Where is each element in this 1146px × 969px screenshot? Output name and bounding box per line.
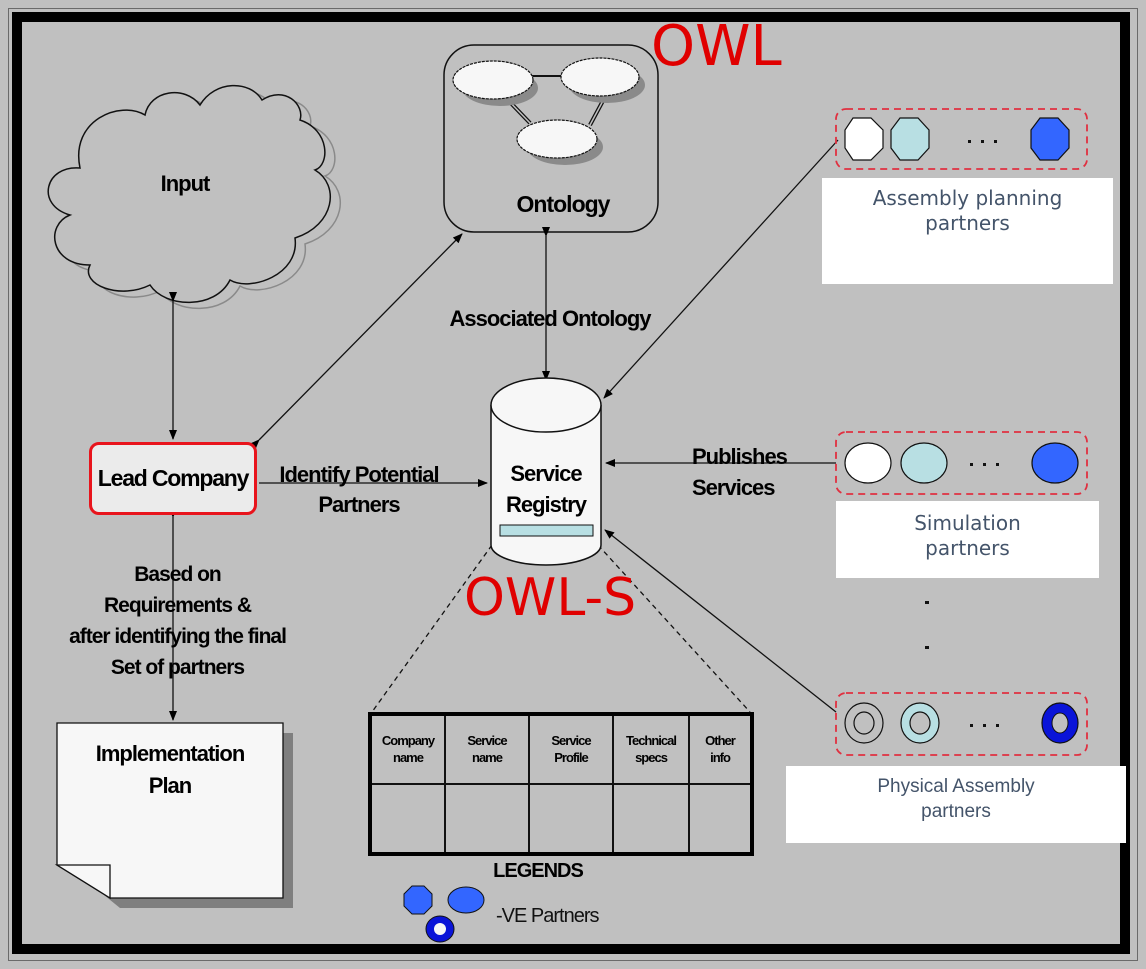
identify-line2: Partners [318,491,400,517]
partner-octagon-lightblue [890,117,930,161]
ontology-box[interactable] [443,44,659,233]
implementation-plan-page[interactable] [54,722,293,908]
based-on-line: Requirements & [103,594,252,617]
partner-octagon-white [844,117,884,161]
owl-annotation: OWL [651,14,782,79]
ontology-cloud-1 [452,60,538,106]
table-cell [444,783,530,855]
simulation-line1: Simulation [914,511,1021,535]
table-row [369,783,753,855]
ontology-label: Ontology [516,191,611,217]
assembly-planning-group[interactable] [835,108,1088,170]
partner-octagon-blue [1030,117,1070,161]
legend-octagon-icon [403,885,433,915]
assembly-planning-label-box: Assembly planning partners [822,178,1113,284]
partner-ellipse-white [844,442,892,484]
edge-physical-registry [604,529,837,713]
registry-bar [499,524,594,537]
legend-icons [403,885,485,943]
lead-company-node[interactable]: Lead Company [89,442,257,515]
partner-ellipse-lightblue [900,442,948,484]
registry-line2: Registry [505,491,587,517]
physical-assembly-group[interactable] [835,692,1088,756]
legend-item-label: -VE Partners [496,905,599,927]
service-registry-cylinder[interactable] [490,377,602,566]
assembly-planning-line2: partners [925,211,1010,235]
legend-ellipse-icon [447,886,485,914]
identify-partners-label: Identify Potential Partners [264,462,454,517]
table-cell [369,783,446,855]
plan-line2: Plan [148,773,192,798]
registry-line1: Service [510,461,582,486]
publishes-line2: Services [692,474,776,500]
plan-line1: Implementation [95,741,246,766]
publishes-services-label: Publishes Services [692,442,802,504]
input-cloud[interactable] [47,84,341,310]
based-on-line: after identifying the final [69,625,287,648]
simulation-line2: partners [925,536,1010,560]
simulation-label-box: Simulation partners [836,501,1099,578]
physical-assembly-label-box: Physical Assembly partners [786,766,1126,843]
ontology-cloud-3 [516,119,603,165]
physical-assembly-line1: Physical Assembly [877,776,1035,797]
based-on-label: Based on Requirements & after identifyin… [40,559,315,683]
table-cell [528,783,614,855]
table-callout-left [371,544,493,713]
owl-s-annotation: OWL-S [464,568,637,628]
edge-assembly-registry [603,139,839,399]
based-on-line: Set of partners [110,656,245,679]
partner-ellipse-blue [1031,442,1079,484]
outer-frame [8,8,1138,961]
publishes-line1: Publishes [692,444,788,469]
associated-ontology-label: Associated Ontology [449,306,651,331]
edge-lead-ontology [249,233,463,450]
based-on-line: Based on [134,563,222,586]
simulation-group[interactable] [835,431,1088,495]
legend-title: LEGENDS [493,860,584,882]
lead-company-label: Lead Company [97,465,250,491]
table-callout-right [597,544,751,713]
identify-line1: Identify Potential [279,462,439,487]
assembly-planning-line1: Assembly planning [872,186,1063,210]
physical-assembly-line2: partners [921,801,991,822]
input-label: Input [160,171,211,196]
implementation-plan-label: Implementation Plan [70,738,270,802]
table-cell [688,783,753,855]
service-registry-label: Service Registry [491,459,601,521]
ellipsis-dots [925,140,999,727]
table-cell [612,783,690,855]
partner-ring-grey [844,702,884,744]
ontology-cloud-2 [560,57,645,103]
